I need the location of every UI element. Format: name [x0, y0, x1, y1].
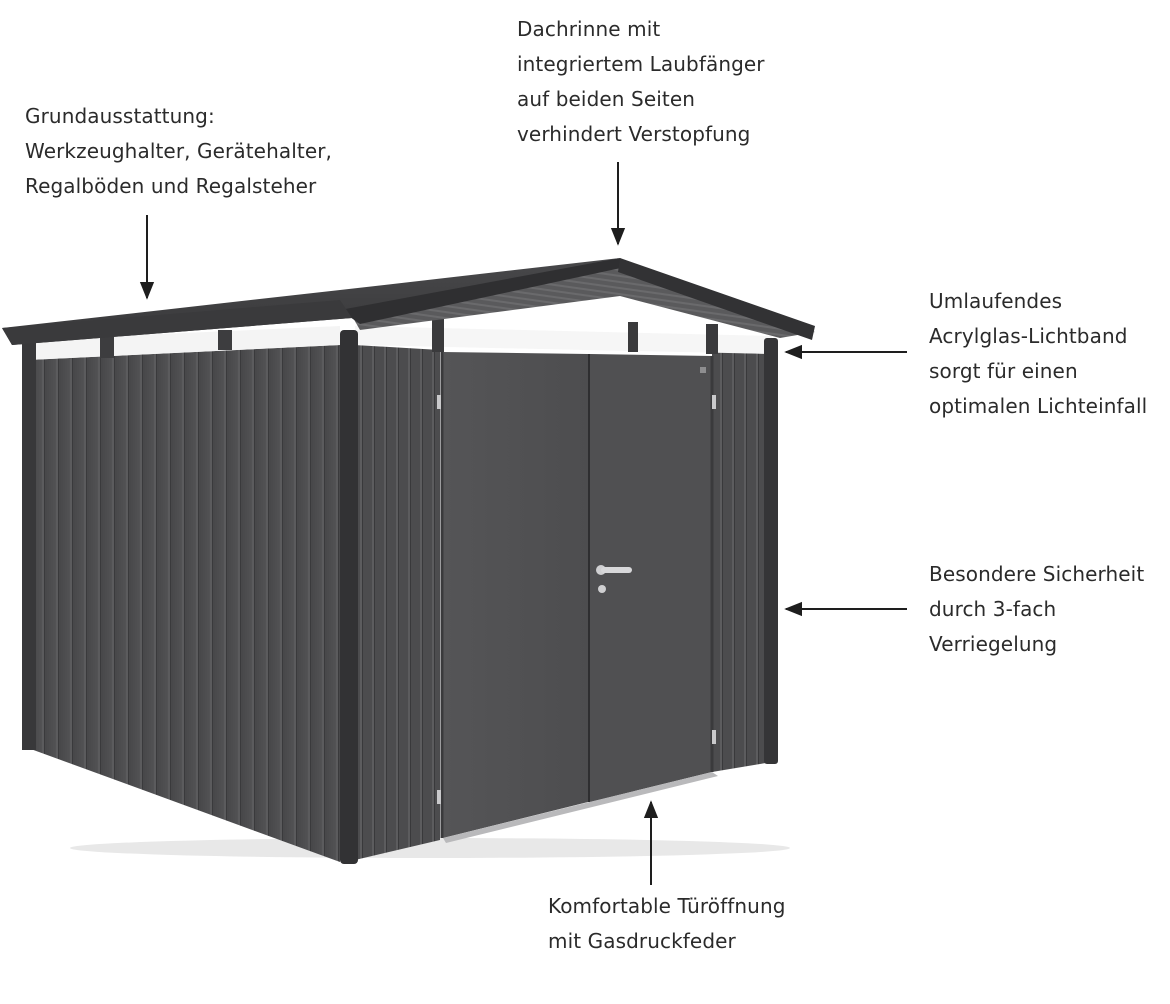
roof-fascia-left [340, 258, 630, 324]
skylight-mullion [218, 330, 232, 350]
ground-shadow [70, 838, 790, 858]
callout-line: Verriegelung [929, 632, 1058, 656]
corner-post-rear [22, 340, 36, 750]
door-threshold [443, 772, 718, 843]
callout-line: optimalen Lichteinfall [929, 394, 1148, 418]
callout-line: Dachrinne mit [517, 17, 661, 41]
callout-line: Werkzeughalter, Gerätehalter, [25, 139, 333, 163]
roof-fascia-right [618, 258, 815, 340]
hinge-icon [712, 395, 716, 409]
door-lock-icon [598, 585, 606, 593]
callout-line: sorgt für einen [929, 359, 1078, 383]
callout-line: verhindert Verstopfung [517, 122, 751, 146]
skylight-strip-front [355, 326, 772, 354]
callout-line: Besondere Sicherheit [929, 562, 1145, 586]
hinge-icon [712, 730, 716, 744]
side-wall [28, 345, 340, 862]
front-wall-left-panel [355, 345, 440, 860]
callout-line: Acrylglas-Lichtband [929, 324, 1128, 348]
callout-line: Komfortable Türöffnung [548, 894, 786, 918]
roof-gutter [2, 300, 352, 345]
door-left-leaf [443, 352, 588, 838]
callout-door: Komfortable Türöffnung mit Gasdruckfeder [548, 889, 786, 959]
hinge-icon [437, 790, 441, 804]
callout-equipment: Grundausstattung: Werkzeughalter, Geräte… [25, 99, 332, 204]
callout-line: Umlaufendes [929, 289, 1063, 313]
callout-line: mit Gasdruckfeder [548, 929, 736, 953]
door-badge-icon [700, 367, 706, 373]
door-handle-icon [596, 565, 632, 575]
corner-post-front-right [764, 338, 778, 764]
skylight-mullion [706, 324, 718, 354]
callout-line: Regalböden und Regalsteher [25, 174, 317, 198]
front-wall-right-panel [712, 352, 772, 772]
hinge-icon [437, 395, 441, 409]
corner-post-front-left [340, 330, 358, 864]
callout-line: durch 3-fach [929, 597, 1057, 621]
callout-gutter: Dachrinne mit integriertem Laubfänger au… [517, 12, 765, 152]
callout-skylight: Umlaufendes Acrylglas-Lichtband sorgt fü… [929, 284, 1147, 424]
skylight-mullion [100, 336, 114, 358]
skylight-mullion [628, 322, 638, 352]
door-right-leaf [590, 354, 712, 802]
callout-line: auf beiden Seiten [517, 87, 695, 111]
callout-line: Grundausstattung: [25, 104, 215, 128]
callout-line: integriertem Laubfänger [517, 52, 765, 76]
skylight-mullion [432, 312, 444, 352]
callout-security: Besondere Sicherheit durch 3-fach Verrie… [929, 557, 1144, 662]
